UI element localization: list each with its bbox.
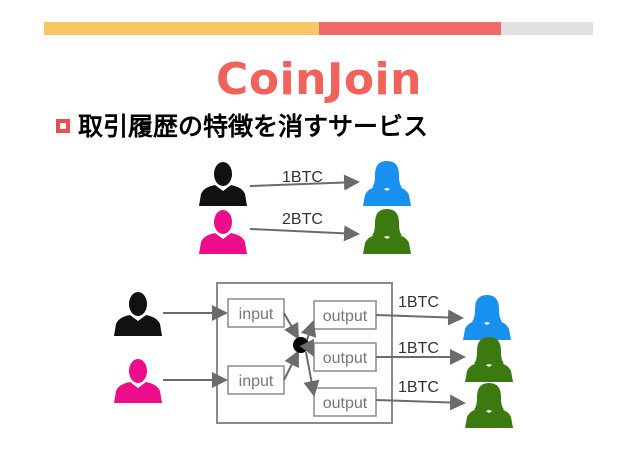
mixer-sender-pink-icon (114, 359, 162, 403)
output-amount-3: 1BTC (398, 379, 439, 396)
accent-bar-gray (501, 22, 593, 35)
output-label-1: output (323, 308, 368, 325)
input-box-2 (227, 365, 285, 395)
mix-arrow-out-1 (300, 320, 317, 341)
subtitle: 取引履歴の特徴を消すサービス (78, 112, 429, 141)
input-label-1: input (239, 306, 274, 323)
subtitle-row: 取引履歴の特徴を消すサービス (56, 108, 428, 142)
output-amount-1: 1BTC (398, 294, 439, 311)
transfer-arrow-1 (249, 174, 360, 191)
mixer-receiver-green-icon-1 (465, 337, 513, 382)
mix-arrow-in-2 (283, 350, 299, 381)
output-box-1 (313, 300, 377, 330)
sender-person-pink-icon (199, 210, 247, 254)
receiver-arrow-1 (375, 309, 464, 326)
mix-arrow-out-2 (299, 338, 314, 357)
output-box-3 (313, 387, 377, 417)
output-label-3: output (323, 395, 368, 412)
mixer-receiver-green-icon-2 (465, 383, 513, 428)
transfer-amount-2: 2BTC (282, 211, 323, 228)
transfer-arrow-2 (249, 225, 360, 242)
receiver-person-blue-icon (363, 161, 411, 206)
accent-bar-red (319, 22, 501, 35)
output-box-2 (313, 342, 377, 372)
output-label-2: output (323, 350, 368, 367)
accent-bar-yellow (44, 22, 319, 35)
page-title: CoinJoin (216, 54, 422, 105)
output-amount-2: 1BTC (398, 340, 439, 357)
mix-arrow-out-3 (303, 351, 320, 397)
sender-person-black-icon (199, 162, 247, 206)
input-label-2: input (239, 373, 274, 390)
receiver-arrow-3 (375, 394, 466, 411)
mix-arrow-in-1 (283, 312, 299, 340)
transfer-amount-1: 1BTC (282, 169, 323, 186)
mixer-receiver-blue-icon (463, 295, 511, 340)
bullet-icon (56, 119, 70, 133)
mixer-box (216, 282, 393, 424)
receiver-person-green-icon (363, 209, 411, 254)
mixer-sender-black-icon (114, 292, 162, 336)
